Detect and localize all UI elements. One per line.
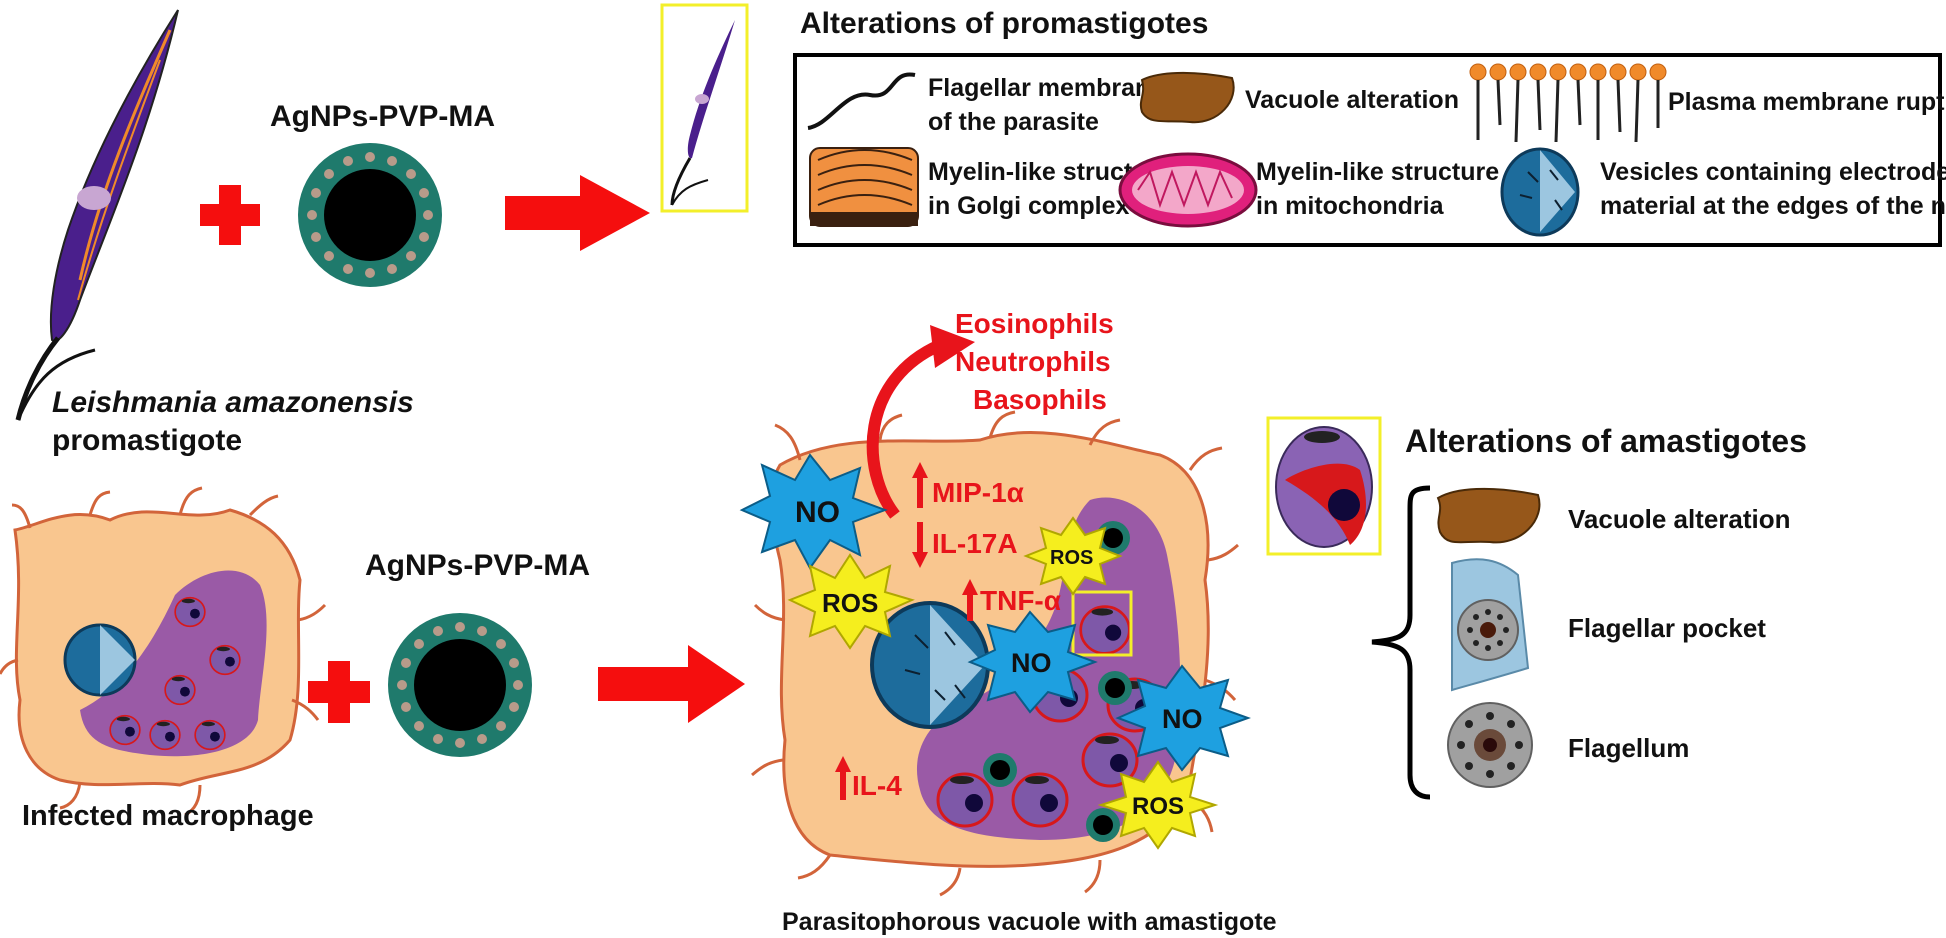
ros-label-2: ROS <box>1050 547 1093 569</box>
plus-sign-bottom <box>308 661 370 723</box>
cytokine-tnfa: TNF-α <box>980 585 1061 616</box>
cytokine-il17a: IL-17A <box>932 528 1018 559</box>
amastigote-item-flagellum: Flagellum <box>1568 733 1689 763</box>
promastigote-legend-box <box>793 53 1942 247</box>
ros-burst-2: ROS <box>1023 516 1123 596</box>
nucleus-vesicles-icon <box>1500 147 1580 237</box>
plus-sign-top <box>200 185 260 245</box>
species-name: Leishmania amazonensis <box>52 386 414 419</box>
arrow-top <box>505 175 650 251</box>
amastigote-item-flagellar-pocket: Flagellar pocket <box>1568 613 1766 643</box>
legend-item-nucleus-line2: material at the edges of the nuclei <box>1600 192 1946 220</box>
vacuole-icon <box>1139 71 1235 124</box>
no-burst-3: NO <box>1115 664 1251 772</box>
altered-amastigote-thumbnail <box>1266 416 1382 556</box>
ros-burst-1: ROS <box>787 553 915 650</box>
legend-item-mito-line2: in mitochondria <box>1256 192 1445 220</box>
promastigote-panel-title: Alterations of promastigotes <box>800 7 1208 40</box>
cytokine-il4: IL-4 <box>852 770 902 801</box>
recruitment-arrow <box>866 325 975 519</box>
recruited-cell-basophils: Basophils <box>973 384 1107 415</box>
amastigote-panel-title: Alterations of amastigotes <box>1405 423 1807 459</box>
nanoparticle-top <box>298 143 442 287</box>
legend-item-plasma-membrane: Plasma membrane rupture <box>1668 88 1946 116</box>
flagellum-icon <box>1447 702 1533 788</box>
no-label-3: NO <box>1162 704 1203 734</box>
vacuole-caption: Parasitophorous vacuole with amastigote <box>782 908 1277 936</box>
nanoparticle-bottom <box>388 613 532 757</box>
ros-label-3: ROS <box>1132 793 1184 820</box>
infected-macrophage-illustration <box>0 486 327 817</box>
recruited-cell-neutrophils: Neutrophils <box>955 346 1111 377</box>
no-burst-2: NO <box>967 610 1098 714</box>
leishmania-promastigote-illustration <box>15 9 179 421</box>
cytokine-arrows <box>835 462 978 800</box>
recruited-cell-eosinophils: Eosinophils <box>955 308 1114 339</box>
legend-item-golgi-line2: in Golgi complex <box>928 192 1130 220</box>
vacuole-icon <box>1436 487 1541 544</box>
mitochondria-icon <box>1118 152 1258 228</box>
plasma-membrane-icon <box>1469 63 1667 143</box>
grouping-bracket <box>1371 485 1431 800</box>
golgi-icon <box>809 147 919 227</box>
flagellar-pocket-icon <box>1451 558 1530 692</box>
arrow-bottom <box>598 645 745 723</box>
stage-name: promastigote <box>52 424 242 457</box>
no-burst-1: NO <box>739 453 888 570</box>
legend-item-flagellar-line2: of the parasite <box>928 108 1099 136</box>
altered-promastigote-thumbnail <box>660 3 749 213</box>
ros-burst-3: ROS <box>1097 760 1219 850</box>
no-label-2: NO <box>1011 648 1052 678</box>
no-label-1: NO <box>795 496 840 529</box>
nanoparticle-label-bottom: AgNPs-PVP-MA <box>365 549 590 582</box>
cytokine-mip1a: MIP-1α <box>932 477 1024 508</box>
legend-item-nucleus-line1: Vesicles containing electrodense <box>1600 158 1946 186</box>
legend-item-vacuole: Vacuole alteration <box>1245 86 1459 114</box>
legend-item-mito-line1: Myelin-like structure <box>1256 158 1499 186</box>
legend-item-flagellar-line1: Flagellar membrane <box>928 74 1164 102</box>
nanoparticle-label-top: AgNPs-PVP-MA <box>270 100 495 133</box>
amastigote-item-vacuole: Vacuole alteration <box>1568 504 1791 534</box>
flagellar-membrane-icon <box>807 72 916 130</box>
ros-label-1: ROS <box>822 588 878 618</box>
infected-macrophage-label: Infected macrophage <box>22 800 314 832</box>
